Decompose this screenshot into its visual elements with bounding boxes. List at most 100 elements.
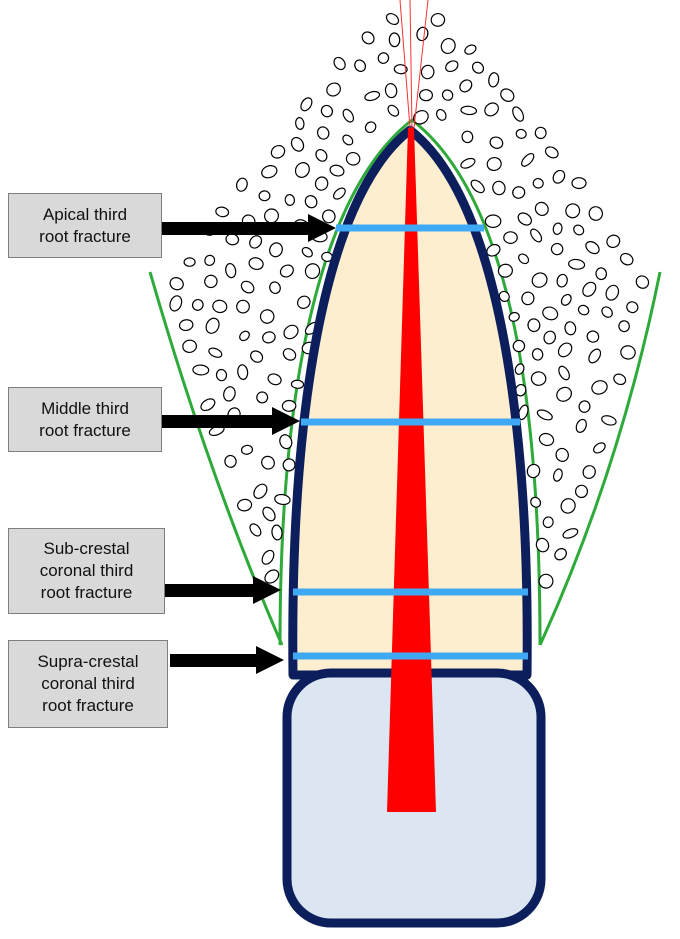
trabecula	[430, 12, 446, 27]
trabecula	[461, 130, 474, 144]
trabecula	[601, 415, 617, 426]
trabecula	[554, 548, 567, 561]
trabecula	[271, 524, 283, 541]
trabecula	[565, 203, 581, 219]
root-canal	[387, 128, 436, 812]
label-line: coronal third	[41, 674, 135, 693]
trabecula	[526, 463, 541, 479]
trabecula	[183, 257, 196, 267]
trabecula	[573, 224, 585, 236]
label-line: root fracture	[39, 420, 131, 440]
trabecula	[364, 90, 381, 102]
trabecula	[557, 342, 573, 358]
pointer-arrow-icon	[162, 407, 300, 435]
trabecula	[601, 306, 613, 318]
label-line: Supra-crestal	[37, 652, 139, 671]
trabecula	[497, 263, 513, 278]
trabecula	[420, 64, 435, 80]
trabecula	[270, 144, 286, 159]
trabecula	[354, 59, 367, 72]
label-supra-crestal: Supra-crestal coronal third root fractur…	[8, 640, 168, 728]
trabecula	[470, 179, 485, 194]
trabecula	[321, 209, 336, 224]
trabecula	[264, 208, 279, 224]
trabecula	[536, 409, 553, 421]
trabecula	[560, 293, 572, 306]
trabecula	[530, 228, 543, 243]
trabecula	[532, 177, 544, 189]
trabecula	[269, 242, 283, 258]
trabecula	[512, 106, 525, 122]
trabecula	[575, 418, 587, 433]
trabecula	[178, 319, 194, 332]
trabecula	[464, 44, 477, 55]
trabecula	[459, 79, 473, 93]
trabecula	[564, 321, 577, 336]
trabecula	[512, 186, 526, 199]
trabecula	[577, 304, 590, 316]
trabecula	[274, 493, 291, 506]
label-line: root fracture	[39, 226, 131, 246]
trabecula	[225, 262, 237, 279]
trabecula	[182, 339, 197, 354]
trabecula	[534, 126, 547, 140]
trabecula	[517, 212, 533, 226]
trabecula	[237, 498, 253, 512]
trabecula	[248, 257, 264, 271]
trabecula	[471, 61, 485, 74]
trabecula	[261, 549, 275, 565]
trabecula	[290, 379, 305, 389]
trabecula	[586, 330, 600, 343]
label-line: root fracture	[42, 696, 134, 715]
trabecula	[498, 290, 510, 302]
trabecula	[297, 295, 311, 310]
trabecula	[591, 380, 608, 395]
trabecula	[542, 306, 559, 321]
trabecula	[582, 281, 597, 297]
trabecula	[361, 31, 375, 45]
trabecula	[606, 234, 621, 249]
trabecula	[269, 281, 281, 295]
trabecula	[279, 434, 293, 450]
trabecula	[441, 89, 454, 101]
trabecula	[460, 105, 478, 116]
trabecula	[320, 104, 334, 118]
trabecula	[542, 516, 554, 529]
trabecula	[224, 454, 237, 468]
trabecula	[236, 299, 250, 314]
trabecula	[552, 222, 563, 235]
trabecula	[169, 295, 183, 312]
trabecula	[595, 267, 608, 281]
trabecula	[416, 26, 429, 42]
trabecula	[558, 365, 570, 381]
trabecula	[574, 484, 589, 499]
trabecula	[256, 391, 269, 404]
trabecula	[387, 104, 400, 117]
trabecula	[279, 264, 294, 278]
trabecula	[329, 164, 345, 177]
trabecula	[588, 206, 604, 221]
label-line: coronal third	[39, 561, 134, 580]
trabecula	[500, 88, 515, 103]
trabecula	[304, 195, 318, 209]
trabecula	[517, 404, 529, 421]
label-sub-crestal: Sub-crestal coronal third root fracture	[8, 528, 165, 614]
trabecula	[239, 330, 250, 342]
trabecula	[512, 339, 526, 353]
trabecula	[435, 108, 447, 121]
trabecula	[204, 254, 216, 267]
trabecula	[555, 447, 569, 462]
trabecula	[514, 363, 525, 375]
trabecula	[253, 483, 268, 499]
trabecula	[531, 272, 548, 288]
trabecula	[588, 348, 602, 364]
trabecula	[585, 241, 600, 255]
trabecula	[550, 242, 564, 256]
trabecula	[192, 364, 210, 376]
trabecula	[530, 496, 542, 508]
label-middle: Middle third root fracture	[8, 387, 162, 452]
trabecula	[518, 253, 530, 265]
apical-vessels	[399, 0, 429, 129]
trabecula	[534, 201, 549, 217]
